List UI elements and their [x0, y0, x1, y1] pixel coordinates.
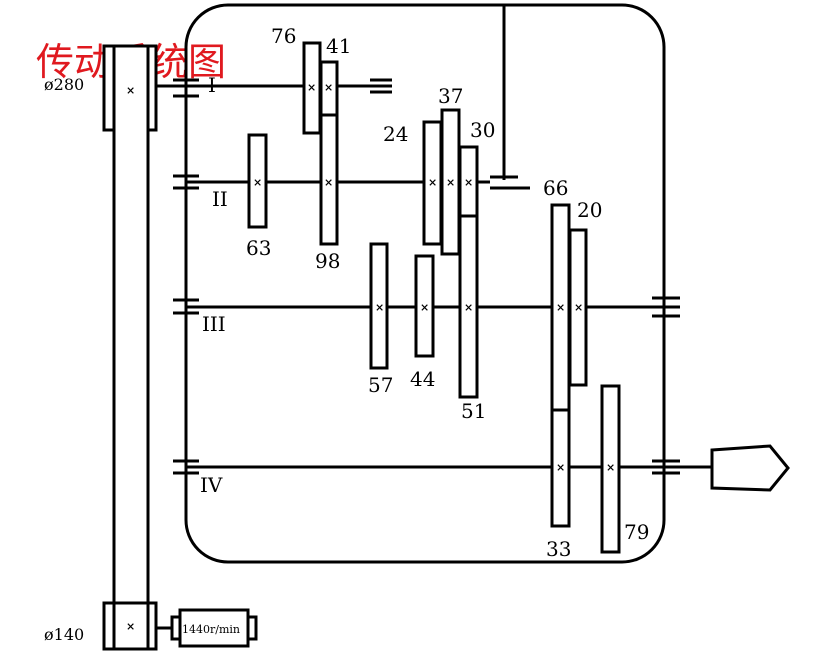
svg-text:×: ×	[606, 461, 615, 474]
gear-20	[568, 228, 588, 387]
shaft-label-iii: III	[202, 312, 226, 336]
gear-label-24: 24	[383, 122, 408, 146]
gear-label-33: 33	[546, 537, 571, 561]
svg-text:×: ×	[556, 461, 565, 474]
gear-label-63: 63	[246, 236, 271, 260]
large-pulley-mark: ×	[126, 84, 135, 97]
gear-label-79: 79	[624, 520, 649, 544]
shaft-label-ii: II	[212, 187, 228, 211]
gear-57	[369, 242, 389, 370]
right-bearings	[652, 296, 680, 475]
svg-text:×: ×	[556, 301, 565, 314]
gear-44	[414, 254, 435, 358]
small-pulley-mark: ×	[126, 620, 135, 633]
svg-text:×: ×	[464, 301, 473, 314]
gear-label-20: 20	[577, 198, 602, 222]
belt-inner-bottom	[112, 601, 150, 651]
gear-label-66: 66	[543, 176, 568, 200]
shaft-label-iv: IV	[200, 473, 223, 497]
small-pulley-label: ø140	[44, 625, 84, 644]
svg-text:×: ×	[253, 176, 262, 189]
svg-text:×: ×	[307, 81, 316, 94]
motor-speed-label: 1440r/min	[182, 623, 240, 636]
gear-label-30: 30	[470, 118, 495, 142]
svg-text:×: ×	[464, 176, 473, 189]
svg-text:×: ×	[375, 301, 384, 314]
belt-inner	[112, 44, 150, 651]
svg-text:×: ×	[574, 301, 583, 314]
shaft-ii-bearing	[490, 175, 530, 190]
left-bearings	[173, 78, 199, 477]
shaft-label-i: I	[208, 73, 216, 97]
key-marks: × × × × × × × × × × × × × ×	[253, 81, 615, 474]
gear-label-51: 51	[461, 399, 486, 423]
svg-text:×: ×	[324, 81, 333, 94]
gear-79	[600, 384, 621, 554]
gear-label-41: 41	[326, 34, 351, 58]
gear-label-37: 37	[438, 84, 463, 108]
shaft-i-end	[370, 78, 392, 94]
gear-label-44: 44	[410, 367, 435, 391]
gear-label-76: 76	[271, 24, 296, 48]
gear-63	[247, 133, 268, 229]
svg-text:×: ×	[428, 176, 437, 189]
gear-30	[458, 145, 479, 399]
large-pulley-label: ø280	[44, 75, 84, 94]
motor-flange-right	[246, 615, 258, 641]
gear-41	[319, 60, 339, 246]
svg-text:×: ×	[420, 301, 429, 314]
gear-66	[550, 203, 571, 528]
gear-label-98: 98	[315, 249, 340, 273]
svg-text:×: ×	[324, 176, 333, 189]
svg-text:×: ×	[446, 176, 455, 189]
gear-label-57: 57	[368, 373, 393, 397]
spindle-chuck	[710, 444, 790, 492]
